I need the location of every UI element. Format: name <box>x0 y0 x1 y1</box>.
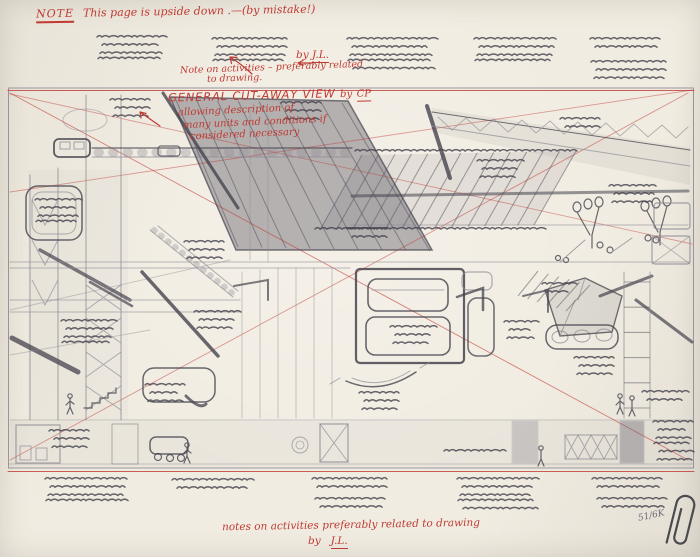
top-credit: by J.L. <box>296 49 330 63</box>
paperclip <box>665 494 696 545</box>
bottom-credit-name: J.L. <box>330 535 348 549</box>
couch-right <box>545 324 619 350</box>
stairs <box>83 225 239 409</box>
doorway <box>111 423 139 465</box>
cart-body <box>149 436 189 455</box>
scribble-notes <box>34 34 695 510</box>
hatch-shading <box>175 99 650 409</box>
boat <box>345 371 417 388</box>
note-label: NOTE <box>35 6 75 24</box>
left-truss-tower <box>9 94 134 421</box>
crossed-box <box>319 423 349 463</box>
spiral-mark <box>291 436 309 454</box>
faceted-pod <box>544 277 623 337</box>
furniture <box>25 185 623 403</box>
red-construction-lines <box>7 89 695 472</box>
sofa <box>142 367 216 403</box>
monorail-car <box>53 138 91 158</box>
pod-seat <box>25 185 83 241</box>
bottom-credit-prefix: by <box>308 535 321 547</box>
right-units <box>623 202 691 419</box>
top-credit-name: J.L. <box>312 49 330 63</box>
arrow-to-left-scribble <box>139 111 161 127</box>
top-credit-prefix: by <box>296 49 309 61</box>
bottom-credit: by J.L. <box>308 535 348 549</box>
street-strip <box>15 420 645 465</box>
red-arrows <box>139 56 313 127</box>
arrow-left-small <box>297 59 313 67</box>
roof-lattice <box>9 111 691 313</box>
monorail-car-small <box>157 145 181 157</box>
top-note-line2: to drawing. <box>206 72 263 85</box>
wall-unit <box>354 267 495 365</box>
title-credit-name: CP <box>356 88 372 102</box>
arrow-to-top-scribble <box>229 56 253 75</box>
interior-grid <box>9 109 333 419</box>
title-credit-prefix: by <box>339 88 353 101</box>
ceiling-plane <box>161 91 452 251</box>
